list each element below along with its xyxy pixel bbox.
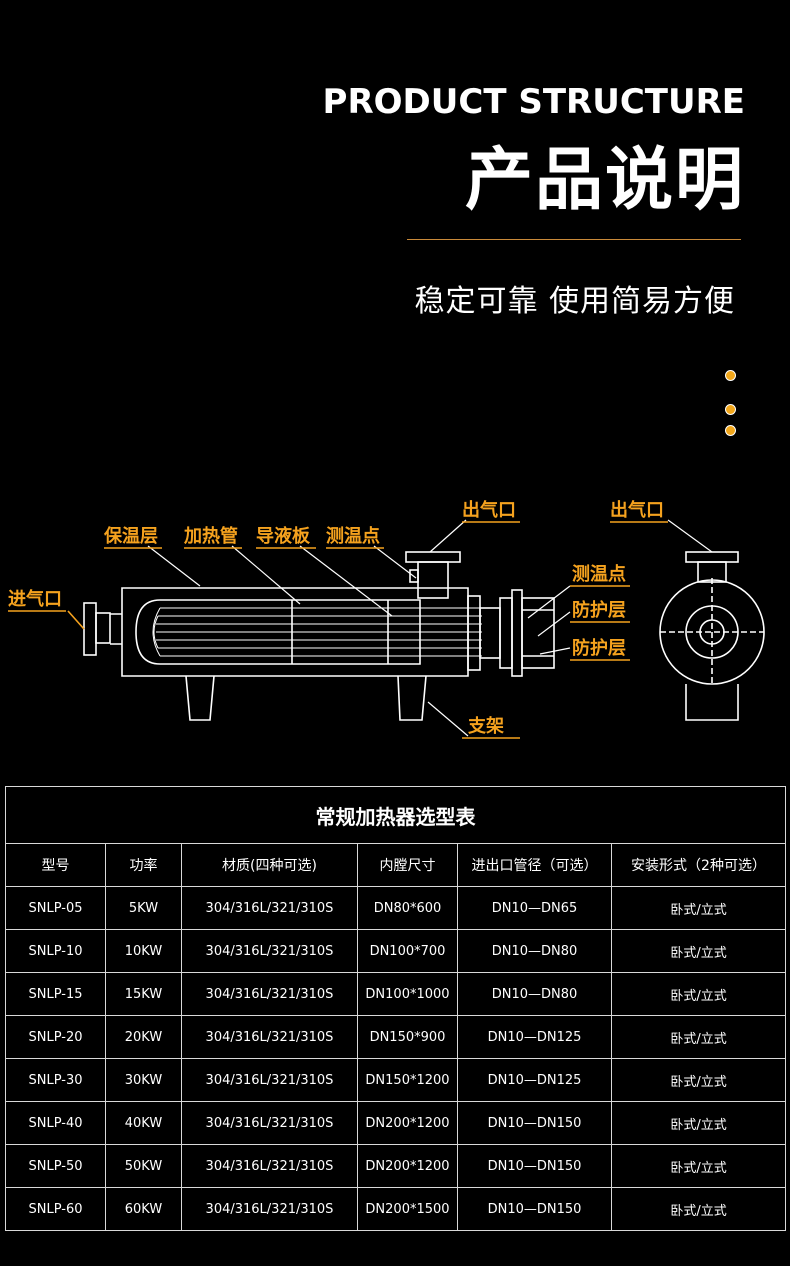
table-cell: 304/316L/321/310S: [181, 886, 358, 930]
column-header: 型号: [5, 843, 106, 887]
support-right: [397, 675, 427, 721]
table-cell: DN10—DN65: [457, 886, 612, 930]
label-outlet: 出气口: [462, 499, 516, 521]
label-protect-2: 防护层: [572, 637, 626, 659]
table-cell: SNLP-30: [5, 1058, 106, 1102]
title-english: PRODUCT STRUCTURE: [322, 82, 745, 122]
table-cell: 卧式/立式: [610, 929, 787, 973]
support-left: [185, 675, 215, 721]
table-cell: 304/316L/321/310S: [181, 1187, 358, 1231]
table-cell: SNLP-05: [5, 886, 106, 930]
outlet-flange: [405, 551, 461, 563]
slogan: 稳定可靠 使用简易方便: [414, 284, 735, 319]
table-cell: 卧式/立式: [610, 1187, 787, 1231]
table-cell: DN10—DN80: [457, 972, 612, 1016]
table-cell: SNLP-60: [5, 1187, 106, 1231]
table-cell: 卧式/立式: [610, 1058, 787, 1102]
column-header: 进出口管径（可选）: [457, 843, 612, 887]
table-cell: 304/316L/321/310S: [181, 1144, 358, 1188]
label-bracket: 支架: [467, 715, 504, 737]
outlet-pipe: [417, 561, 449, 599]
table-cell: SNLP-15: [5, 972, 106, 1016]
table-cell: DN150*900: [357, 1015, 458, 1059]
label-outlet-side: 出气口: [610, 499, 664, 521]
table-cell: DN100*1000: [357, 972, 458, 1016]
selection-table: 常规加热器选型表 型号功率材质(四种可选)内膛尺寸进出口管径（可选）安装形式（2…: [4, 786, 787, 1231]
table-cell: 304/316L/321/310S: [181, 929, 358, 973]
table-cell: 304/316L/321/310S: [181, 1058, 358, 1102]
title-chinese: 产品说明: [464, 141, 745, 220]
table-cell: DN200*1200: [357, 1144, 458, 1188]
table-cell: 卧式/立式: [610, 886, 787, 930]
column-header: 材质(四种可选): [181, 843, 358, 887]
table-cell: 40KW: [105, 1101, 182, 1145]
decor-dot-icon: [725, 425, 736, 436]
table-cell: 20KW: [105, 1015, 182, 1059]
table-cell: 304/316L/321/310S: [181, 1101, 358, 1145]
table-cell: SNLP-20: [5, 1015, 106, 1059]
table-cell: DN10—DN150: [457, 1187, 612, 1231]
table-cell: 15KW: [105, 972, 182, 1016]
table-cell: SNLP-50: [5, 1144, 106, 1188]
insulation-body: [121, 587, 469, 677]
inlet-pipe: [95, 612, 111, 644]
table-cell: 304/316L/321/310S: [181, 1015, 358, 1059]
label-insulation: 保温层: [103, 525, 158, 547]
table-cell: DN200*1500: [357, 1187, 458, 1231]
decor-dot-icon: [725, 404, 736, 415]
label-temp-point-side: 测温点: [572, 563, 626, 585]
table-cell: DN10—DN125: [457, 1015, 612, 1059]
table-cell: 304/316L/321/310S: [181, 972, 358, 1016]
inlet-flange: [83, 602, 97, 656]
label-protect-1: 防护层: [572, 599, 626, 621]
table-cell: 卧式/立式: [610, 1101, 787, 1145]
table-cell: 30KW: [105, 1058, 182, 1102]
table-cell: DN200*1200: [357, 1101, 458, 1145]
table-cell: DN10—DN125: [457, 1058, 612, 1102]
label-heating-tube: 加热管: [183, 525, 238, 547]
table-cell: 卧式/立式: [610, 972, 787, 1016]
inner-shell: [135, 599, 421, 665]
table-cell: 60KW: [105, 1187, 182, 1231]
table-cell: 10KW: [105, 929, 182, 973]
table-cell: SNLP-10: [5, 929, 106, 973]
label-baffle: 导液板: [256, 525, 311, 547]
table-cell: 50KW: [105, 1144, 182, 1188]
table-header-row: 型号功率材质(四种可选)内膛尺寸进出口管径（可选）安装形式（2种可选）: [5, 843, 787, 887]
column-header: 功率: [105, 843, 182, 887]
decor-dot-icon: [725, 370, 736, 381]
header-divider: [407, 239, 741, 240]
table-cell: 卧式/立式: [610, 1144, 787, 1188]
table-cell: 卧式/立式: [610, 1015, 787, 1059]
table-cell: DN100*700: [357, 929, 458, 973]
label-inlet: 进气口: [8, 588, 62, 610]
table-cell: 5KW: [105, 886, 182, 930]
table-cell: DN10—DN150: [457, 1101, 612, 1145]
table-cell: DN80*600: [357, 886, 458, 930]
column-header: 安装形式（2种可选）: [610, 843, 787, 887]
table-cell: DN10—DN150: [457, 1144, 612, 1188]
label-temp-point: 测温点: [326, 525, 380, 547]
column-header: 内膛尺寸: [357, 843, 458, 887]
table-cell: DN150*1200: [357, 1058, 458, 1102]
table-cell: DN10—DN80: [457, 929, 612, 973]
table-cell: SNLP-40: [5, 1101, 106, 1145]
heater-structure-diagram: 保温层 加热管 导液板 测温点 出气口 进气口 测温点 防护层 防护层 支架 出…: [8, 499, 765, 739]
table-title: 常规加热器选型表: [4, 786, 787, 844]
